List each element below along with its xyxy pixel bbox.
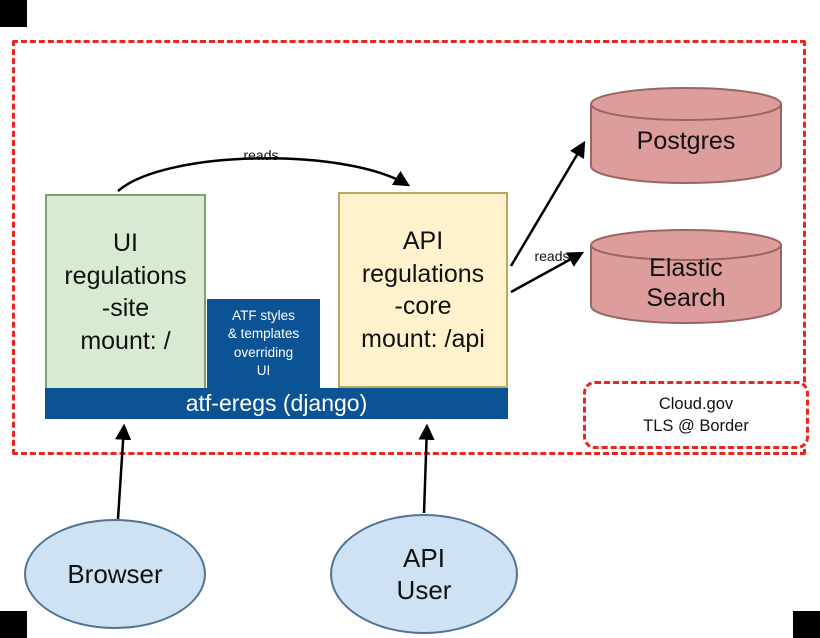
- elastic-search-label: Elastic Search: [646, 254, 726, 312]
- browser-label: Browser: [67, 558, 163, 589]
- cloud-gov-tls-label: Cloud.gov TLS @ Border: [643, 394, 749, 435]
- api-user-ellipse: API User: [330, 514, 518, 634]
- cylinder-shape-icon: [590, 87, 782, 184]
- corner-artifact-bottom-right: [793, 611, 820, 638]
- browser-ellipse: Browser: [24, 519, 206, 629]
- api-regulations-core-label: API regulations -core mount: /api: [361, 227, 485, 353]
- edge-label-reads-top: reads: [243, 147, 279, 163]
- cloud-gov-boundary: [12, 40, 806, 455]
- api-user-label: API User: [396, 542, 452, 606]
- postgres-cylinder: Postgres: [588, 85, 784, 187]
- elastic-search-cylinder: Elastic Search: [588, 227, 784, 327]
- atf-styles-box: ATF styles & templates overriding UI: [207, 299, 320, 388]
- atf-styles-label: ATF styles & templates overriding UI: [227, 308, 300, 378]
- cloud-gov-tls-note: Cloud.gov TLS @ Border: [583, 381, 809, 449]
- corner-artifact-bottom-left: [0, 611, 27, 638]
- ui-regulations-site-label: UI regulations -site mount: /: [64, 229, 187, 355]
- ui-regulations-site-box: UI regulations -site mount: /: [45, 194, 206, 390]
- corner-artifact-top-left: [0, 0, 27, 27]
- api-regulations-core-box: API regulations -core mount: /api: [338, 192, 508, 388]
- atf-eregs-django-label: atf-eregs (django): [185, 390, 368, 416]
- atf-eregs-django-bar: atf-eregs (django): [45, 388, 508, 419]
- cylinder-shape-icon: [590, 229, 782, 324]
- edge-label-reads-right: reads: [534, 248, 570, 264]
- postgres-label: Postgres: [636, 127, 736, 155]
